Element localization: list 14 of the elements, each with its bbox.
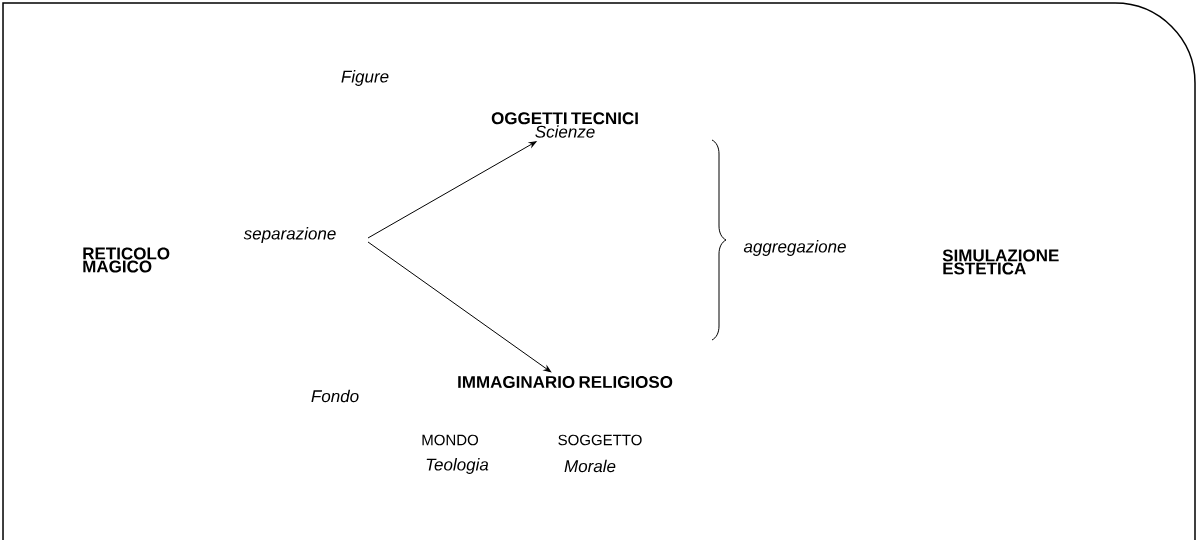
term-label: Morale xyxy=(564,459,616,473)
term-label: Teologia xyxy=(426,458,489,474)
term-label: MONDO xyxy=(422,434,479,446)
term-label: SIMULAZIONE ESTETICA xyxy=(942,249,1059,275)
term-label: OGGETTI TECNICI Scienze xyxy=(491,112,638,138)
process-label: aggregazione xyxy=(743,240,846,256)
figure-label: Figure xyxy=(341,70,389,86)
arrow xyxy=(367,241,552,373)
arrow xyxy=(367,141,537,239)
ground-label: Fondo xyxy=(311,389,359,403)
process-label: separazione xyxy=(243,227,336,243)
term-label: IMMAGINARIO RELIGIOSO xyxy=(458,375,673,388)
term-label: SOGGETTO xyxy=(558,434,642,446)
term-label: RETICOLO MAGICO xyxy=(83,247,170,273)
